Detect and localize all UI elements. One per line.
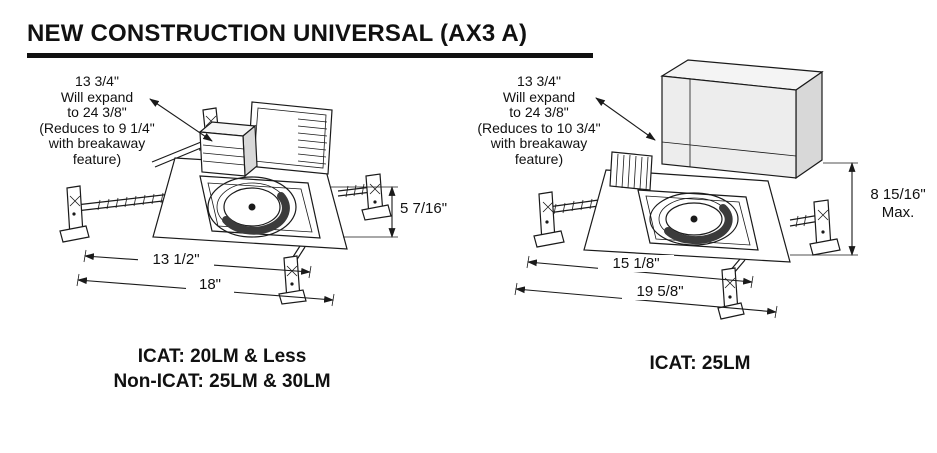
- dimension-lines-right: [514, 97, 858, 319]
- left-height-dimension: 5 7/16": [398, 200, 450, 217]
- hanger-bar-left: [533, 191, 607, 248]
- light-aperture: [199, 175, 321, 239]
- right-fixture-drawing: [514, 59, 858, 320]
- left-fixture-drawing: [59, 98, 398, 307]
- left-fixture-caption: ICAT: 20LM & Less Non-ICAT: 25LM & 30LM: [87, 344, 357, 394]
- note-line: 13 3/4": [75, 73, 119, 89]
- right-outer-width-dimension: 19 5/8": [622, 283, 698, 300]
- note-line: to 24 3/8": [509, 104, 569, 120]
- note-line: 13 3/4": [517, 73, 561, 89]
- page-title: NEW CONSTRUCTION UNIVERSAL (AX3 A): [27, 20, 528, 47]
- heat-shield-panel: [247, 101, 333, 175]
- right-inner-width-dimension: 15 1/8": [598, 255, 674, 272]
- left-outer-width-dimension: 18": [186, 276, 234, 293]
- note-line: feature): [72, 150, 122, 167]
- front-bracket: [278, 245, 307, 305]
- caption-line: ICAT: 25LM: [649, 353, 751, 374]
- junction-box: [198, 121, 258, 178]
- right-height-qualifier: Max.: [858, 204, 937, 221]
- right-height-dimension: 8 15/16": [858, 186, 937, 203]
- note-line: (Reduces to 9 1/4": [39, 119, 155, 136]
- note-line: Will expand: [60, 88, 134, 105]
- caption-line: Non-ICAT: 25LM & 30LM: [113, 371, 331, 392]
- note-line: (Reduces to 10 3/4": [477, 119, 601, 136]
- note-line: with breakaway: [490, 135, 588, 151]
- housing-box: [660, 59, 824, 180]
- caption-line: ICAT: 20LM & Less: [137, 346, 307, 367]
- note-line: with breakaway: [48, 135, 146, 151]
- hanger-bar-left: [59, 185, 181, 243]
- front-bracket: [717, 258, 746, 320]
- left-inner-width-dimension: 13 1/2": [138, 251, 214, 268]
- note-line: Will expand: [502, 88, 576, 105]
- hanger-bar-right: [337, 173, 392, 221]
- driver-box: [609, 151, 653, 191]
- note-line: to 24 3/8": [67, 104, 127, 120]
- light-aperture: [637, 189, 759, 251]
- left-expansion-note: 13 3/4" Will expand to 24 3/8" (Reduces …: [22, 73, 172, 167]
- hanger-bar-right: [789, 199, 841, 256]
- right-expansion-note: 13 3/4" Will expand to 24 3/8" (Reduces …: [464, 73, 614, 167]
- title-underline: [27, 53, 593, 58]
- mounting-plate: [583, 169, 791, 263]
- right-fixture-caption: ICAT: 25LM: [590, 351, 810, 376]
- note-line: feature): [514, 150, 564, 167]
